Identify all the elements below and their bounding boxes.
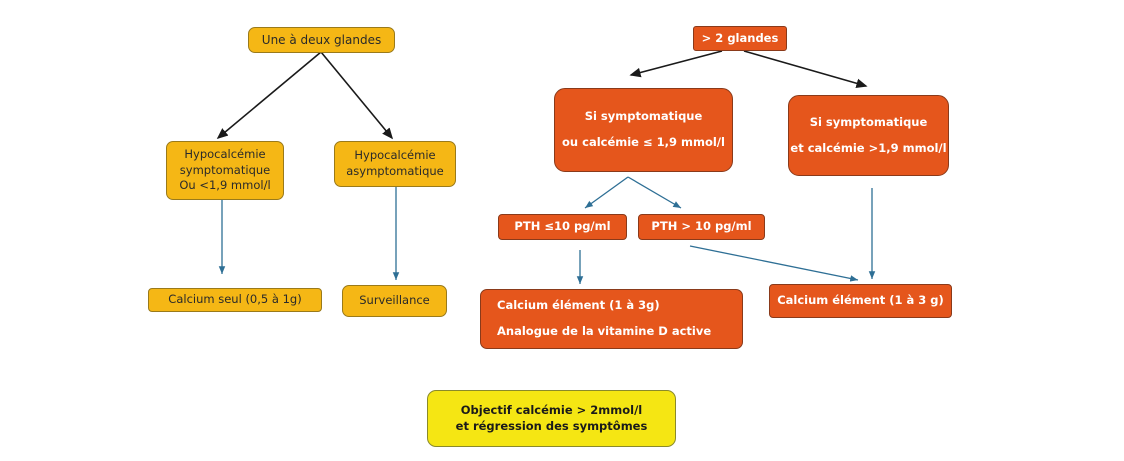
node-label-line: symptomatique <box>179 162 271 177</box>
node-label-line: asymptomatique <box>346 164 444 178</box>
arrow-root-to-asymptomatic <box>320 51 394 140</box>
node-more-than-two-glands: > 2 glandes <box>693 26 787 51</box>
node-label-line: Analogue de la vitamine D active <box>497 324 712 338</box>
node-symptomatic-hypocalcemia: Hypocalcémie symptomatique Ou <1,9 mmol/… <box>166 141 284 200</box>
node-label: > 2 glandes <box>701 30 779 45</box>
node-label: Une à deux glandes <box>261 32 382 47</box>
arrow-root-to-symptomatic <box>216 51 322 140</box>
arrow-low-to-pth-high <box>627 176 682 209</box>
node-pth-high: PTH > 10 pg/ml <box>638 214 765 240</box>
node-label-line: Calcium élément (1 à 3g) <box>497 298 660 313</box>
node-one-to-two-glands: Une à deux glandes <box>248 27 395 53</box>
node-label-line: et calcémie >1,9 mmol/l <box>790 140 947 155</box>
node-label: PTH ≤10 pg/ml <box>514 219 611 234</box>
arrow-low-to-pth-low <box>584 176 629 209</box>
arrow-root2-to-low <box>629 50 723 78</box>
node-label: Calcium élément (1 à 3 g) <box>777 293 944 308</box>
node-surveillance: Surveillance <box>342 285 447 317</box>
node-calcium-and-vitamin-d: Calcium élément (1 à 3g) Analogue de la … <box>480 289 743 349</box>
node-asymptomatic-hypocalcemia: Hypocalcémie asymptomatique <box>334 141 456 187</box>
node-label: Calcium seul (0,5 à 1g) <box>168 292 302 307</box>
node-label-line: Hypocalcémie <box>184 147 266 162</box>
node-calcium-alone: Calcium seul (0,5 à 1g) <box>148 288 322 312</box>
arrow-root2-to-high <box>743 50 868 88</box>
node-symptomatic-or-low-calcemia: Si symptomatique ou calcémie ≤ 1,9 mmol/… <box>554 88 733 172</box>
node-label-line: et régression des symptômes <box>455 418 648 433</box>
node-symptomatic-and-high-calcemia: Si symptomatique et calcémie >1,9 mmol/l <box>788 95 949 176</box>
arrow-pth-high-to-treatment <box>689 245 859 282</box>
node-label: Surveillance <box>359 293 430 308</box>
node-label-line: Si symptomatique <box>809 114 928 129</box>
node-label-line: ou calcémie ≤ 1,9 mmol/l <box>562 135 725 149</box>
node-label-line: Si symptomatique <box>584 109 703 124</box>
node-treatment-goal: Objectif calcémie > 2mmol/l et régressio… <box>427 390 676 447</box>
node-label: PTH > 10 pg/ml <box>651 219 752 234</box>
node-pth-low: PTH ≤10 pg/ml <box>498 214 627 240</box>
node-label-line: Ou <1,9 mmol/l <box>179 178 271 193</box>
node-calcium-element: Calcium élément (1 à 3 g) <box>769 284 952 318</box>
node-label-line: Hypocalcémie <box>354 148 436 163</box>
node-label-line: Objectif calcémie > 2mmol/l <box>460 402 643 417</box>
